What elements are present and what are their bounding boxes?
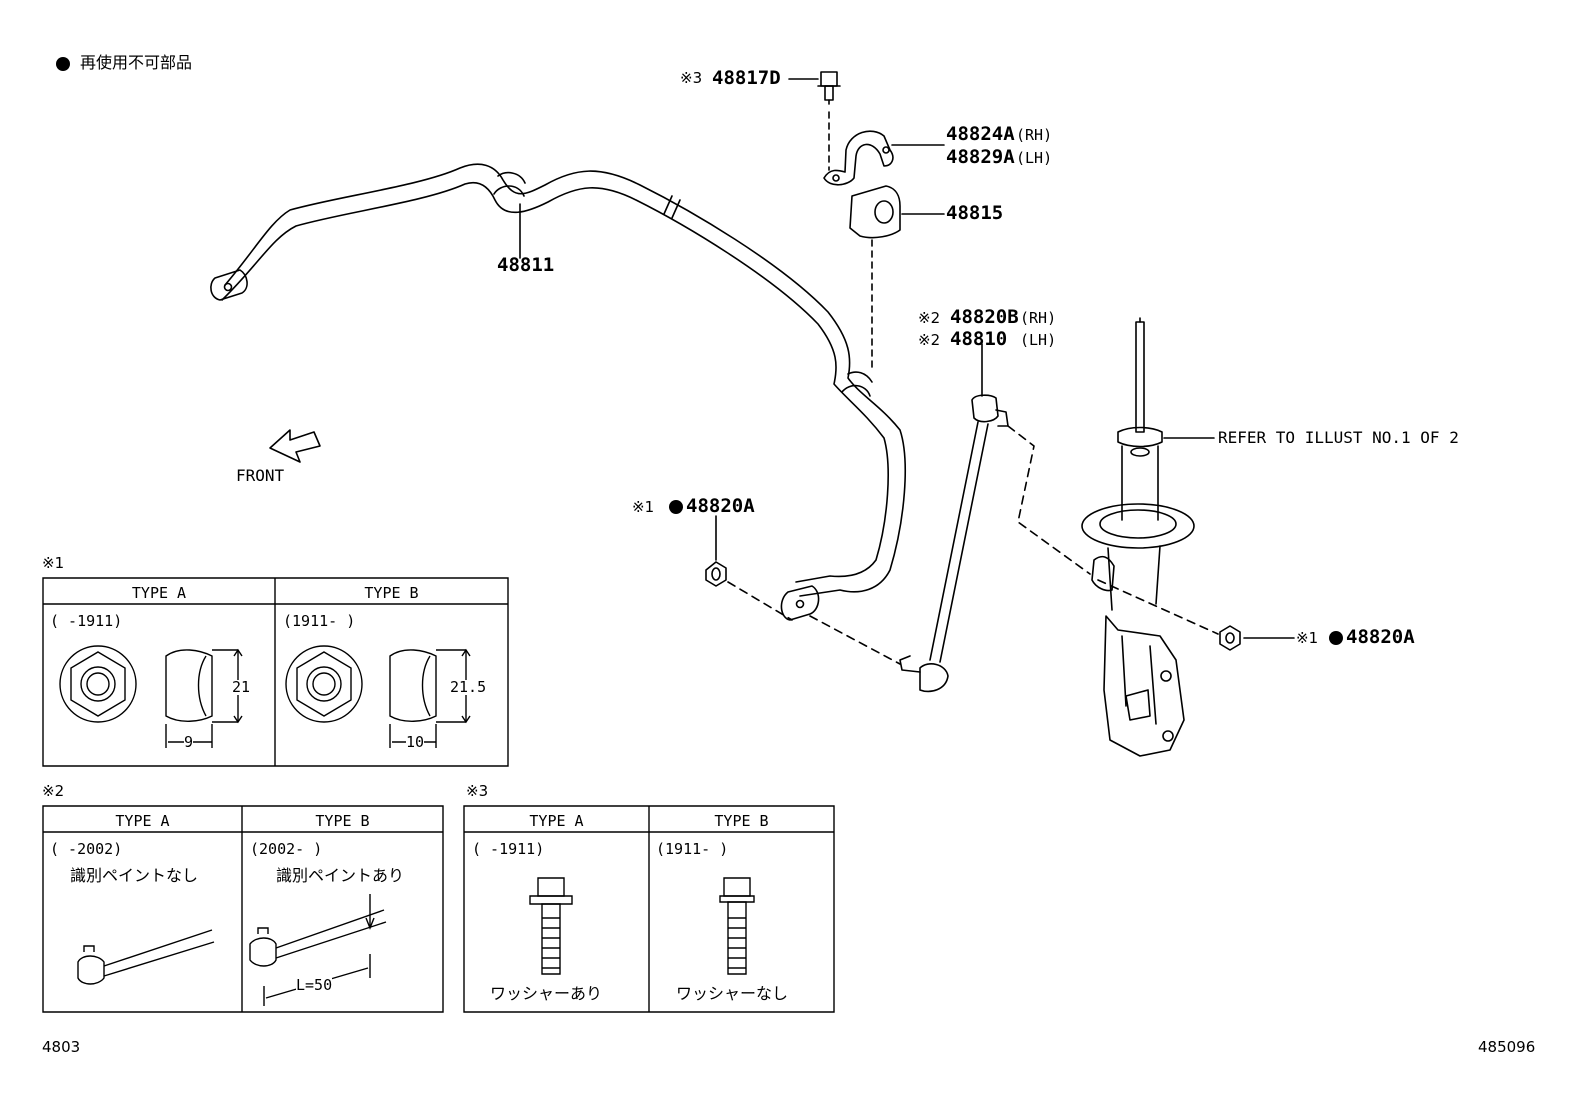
dimension-height: 21.5	[450, 678, 487, 696]
front-label: FRONT	[236, 466, 285, 485]
legend-bullet-icon	[56, 57, 70, 71]
side-lh: (LH)	[1016, 149, 1053, 167]
refer-note: REFER TO ILLUST NO.1 OF 2	[1218, 428, 1459, 447]
side-rh: (RH)	[1020, 309, 1057, 327]
footer-right-code: 485096	[1478, 1038, 1536, 1056]
table-2	[43, 806, 443, 1012]
stabilizer-link	[900, 344, 1090, 691]
stabilizer-bushing	[850, 186, 900, 372]
link-length-label: L=50	[296, 976, 333, 994]
note-mark: ※2	[918, 331, 941, 349]
dimension-height: 21	[232, 678, 251, 696]
bracket-bolt	[818, 72, 840, 170]
table-mark: ※1	[42, 554, 65, 572]
side-rh: (RH)	[1016, 126, 1053, 144]
part-48810: 48810	[950, 328, 1008, 350]
table1-type-b-title: TYPE B	[364, 584, 419, 602]
table2-type-a-title: TYPE A	[115, 812, 170, 830]
front-arrow-icon	[270, 430, 320, 462]
note-mark: ※3	[680, 69, 703, 87]
shock-absorber	[1082, 318, 1214, 756]
table2-type-b-range: (2002- )	[250, 840, 323, 858]
note-mark: ※1	[1296, 629, 1319, 647]
table-mark: ※3	[466, 782, 489, 800]
table-1	[43, 578, 508, 766]
nut-left	[706, 562, 900, 664]
note-mark: ※2	[918, 309, 941, 327]
table3-type-b-range: (1911- )	[656, 840, 729, 858]
table1-type-b-range: (1911- )	[283, 612, 356, 630]
part-48820A: 48820A	[1346, 626, 1415, 648]
non-reusable-bullet-icon	[669, 500, 683, 514]
part-48820B: 48820B	[950, 306, 1019, 328]
part-48817D: 48817D	[712, 67, 781, 89]
table2-type-a-note: 識別ペイントなし	[70, 866, 199, 885]
part-48829A: 48829A	[946, 146, 1015, 168]
table3-type-a-note: ワッシャーあり	[490, 984, 603, 1003]
table2-type-b-title: TYPE B	[315, 812, 370, 830]
nut-right	[1098, 580, 1240, 650]
dimension-width: 10	[406, 733, 425, 751]
table-3	[464, 806, 834, 1012]
legend-label: 再使用不可部品	[80, 53, 193, 72]
table3-type-b-title: TYPE B	[714, 812, 769, 830]
stabilizer-bracket	[824, 131, 893, 185]
non-reusable-bullet-icon	[1329, 631, 1343, 645]
part-48824A: 48824A	[946, 123, 1015, 145]
table3-type-a-range: ( -1911)	[472, 840, 545, 858]
table1-type-a-title: TYPE A	[131, 584, 187, 602]
part-48815: 48815	[946, 202, 1004, 224]
part-48820A: 48820A	[686, 495, 755, 517]
table2-type-b-note: 識別ペイントあり	[276, 866, 405, 885]
dimension-width: 9	[184, 733, 194, 751]
note-mark: ※1	[632, 498, 655, 516]
part-48811: 48811	[497, 254, 555, 276]
table2-type-a-range: ( -2002)	[50, 840, 123, 858]
table3-type-a-title: TYPE A	[529, 812, 584, 830]
stabilizer-bar	[211, 164, 905, 620]
table-mark: ※2	[42, 782, 65, 800]
side-lh: (LH)	[1020, 331, 1057, 349]
footer-left-code: 4803	[42, 1038, 81, 1056]
table1-type-a-range: ( -1911)	[50, 612, 123, 630]
table3-type-b-note: ワッシャーなし	[676, 984, 789, 1003]
